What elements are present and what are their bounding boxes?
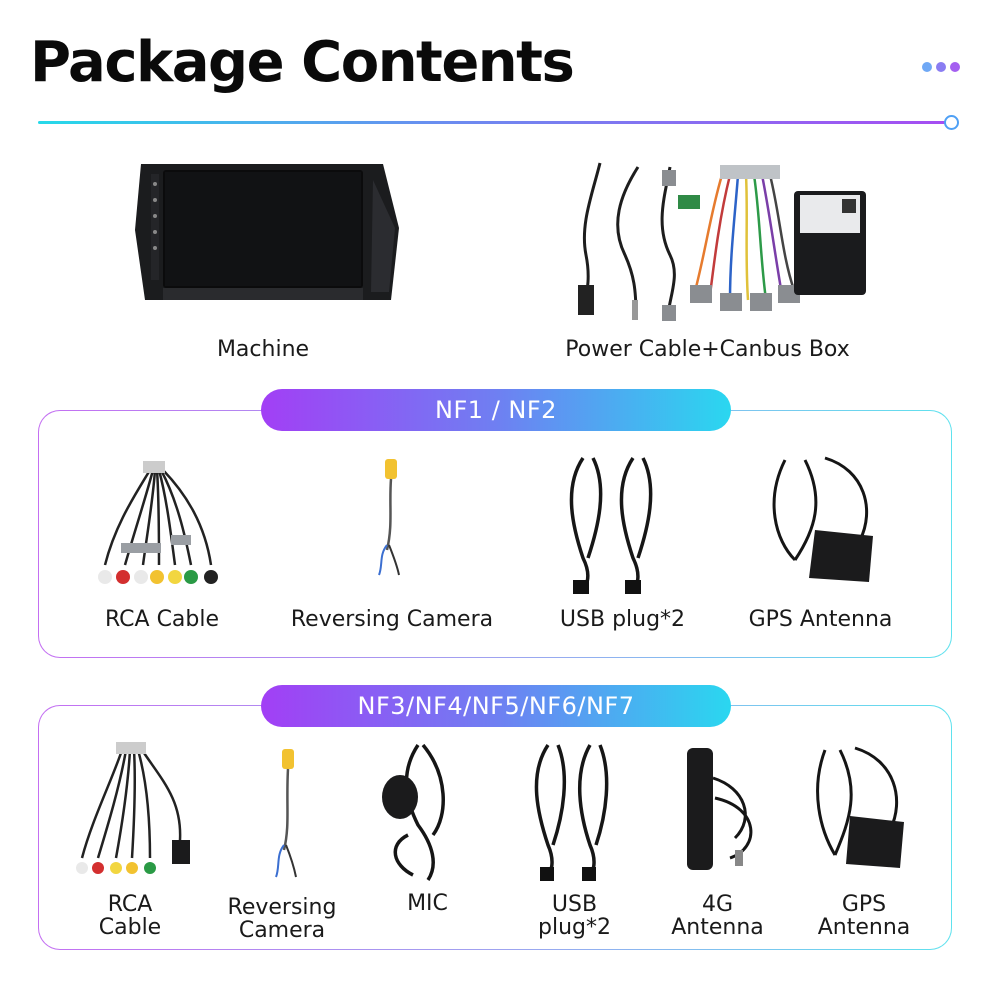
usb-plug-label: USB plug*2	[559, 607, 686, 632]
page-title: Package Contents	[30, 30, 575, 95]
dot	[936, 62, 946, 72]
reversing-camera-label: Reversing Camera	[290, 607, 494, 632]
gps-antenna-icon	[816, 746, 904, 868]
reversing-camera-cable-icon	[378, 459, 400, 576]
machine-label: Machine	[216, 337, 310, 362]
rca-cable-label: RCA Cable	[104, 607, 220, 632]
microphone-icon	[382, 743, 445, 881]
dot	[950, 62, 960, 72]
section-nf3-nf7	[38, 705, 952, 950]
section-nf1-nf2-title: NF1 / NF2	[261, 389, 731, 431]
rca-cable-label: RCA Cable	[98, 892, 162, 940]
car-stereo-screen-icon	[135, 164, 399, 300]
mic-label: MIC	[407, 891, 448, 916]
gps-antenna-label: GPS Antenna	[748, 607, 893, 632]
gps-antenna-label: GPS Antenna	[817, 892, 911, 940]
usb-plug-label: USB plug*2	[538, 892, 611, 940]
divider-end-circle	[944, 115, 959, 130]
usb-plug-icon	[534, 744, 609, 881]
reversing-camera-label: Reversing Camera	[227, 895, 337, 943]
wiring-harness-canbus-icon	[578, 162, 866, 321]
menu-dots-icon	[922, 62, 960, 72]
title-divider	[38, 121, 946, 124]
rca-cable-icon	[98, 461, 218, 584]
antenna-4g-icon	[687, 748, 753, 870]
rca-cable-icon	[76, 742, 190, 874]
antenna-4g-label: 4G Antenna	[671, 892, 764, 940]
dot	[922, 62, 932, 72]
section-nf3-nf7-title: NF3/NF4/NF5/NF6/NF7	[261, 685, 731, 727]
power-cable-label: Power Cable+Canbus Box	[565, 337, 850, 362]
usb-plug-icon	[569, 457, 653, 595]
section-nf1-nf2	[38, 410, 952, 658]
reversing-camera-cable-icon	[275, 749, 297, 878]
gps-antenna-icon	[772, 456, 873, 582]
